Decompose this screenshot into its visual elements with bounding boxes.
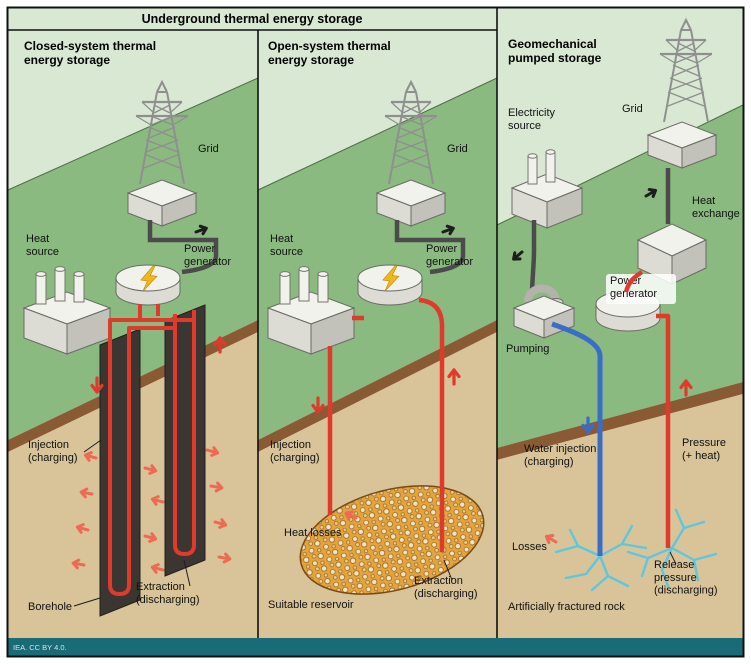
source-to-pump-cable (529, 220, 537, 297)
title-band (8, 8, 497, 30)
borehole-leader (73, 597, 101, 607)
borehole-left (99, 328, 141, 617)
water-injection-pipe (551, 321, 603, 556)
open-grid-label: Grid (447, 143, 468, 155)
main-title: Underground thermal energy storage (142, 12, 363, 26)
footer-bar (8, 638, 743, 656)
reservoir-pipes (327, 297, 445, 552)
fractured-rock-label: Artificially fractured rock (508, 601, 625, 613)
open-injection-label: Injection(charging) (270, 439, 320, 464)
losses-label: Losses (512, 541, 547, 553)
power-cable (394, 220, 466, 275)
power-cable (147, 220, 219, 275)
label-plate (606, 274, 676, 304)
geo-grid-label: Grid (622, 103, 643, 115)
borehole-right (164, 304, 206, 577)
fracture-network (554, 508, 718, 592)
extraction-leader (443, 559, 453, 581)
pumping-label: Pumping (506, 343, 549, 355)
suitable-reservoir-label: Suitable reservoir (268, 599, 354, 611)
release-leader (669, 551, 677, 565)
closed-extraction-label: Extraction(discharging) (136, 581, 200, 606)
water-injection-label: Water injection(charging) (524, 443, 596, 468)
borehole-label: Borehole (28, 601, 72, 613)
pressure-pipe (623, 270, 671, 548)
extraction-leader (183, 559, 191, 587)
closed-grid-label: Grid (198, 143, 219, 155)
pressure-label: Pressure(+ heat) (682, 437, 726, 462)
heat-exchange-icon (636, 223, 708, 285)
heat-losses-label: Heat losses (284, 527, 342, 539)
injection-leader (83, 439, 102, 453)
borehole-pipes (108, 304, 196, 596)
open-extraction-label: Extraction(discharging) (414, 575, 478, 600)
closed-injection-label: Injection(charging) (28, 439, 78, 464)
footer-license: IEA. CC BY 4.0. (13, 643, 67, 652)
outer-frame (6, 6, 745, 658)
